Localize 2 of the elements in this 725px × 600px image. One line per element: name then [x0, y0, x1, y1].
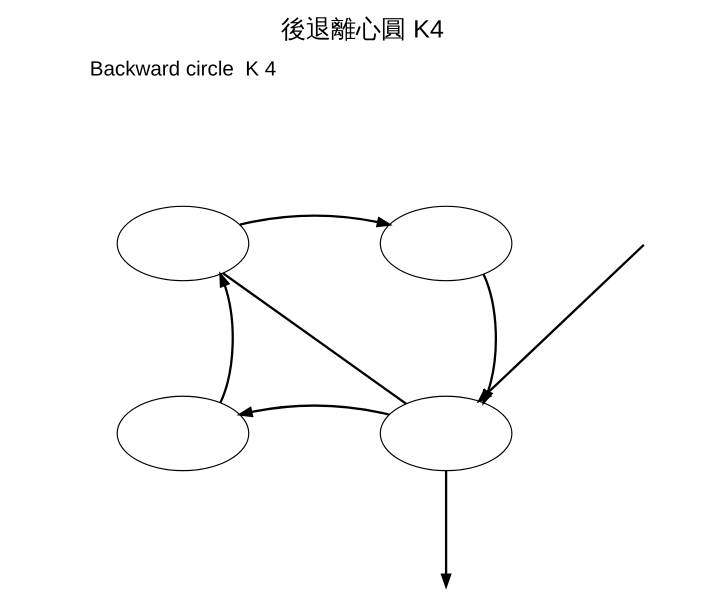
- label: Backward circle K 4: [90, 57, 276, 80]
- diagram-title: 後退離心圓 K4: [281, 16, 444, 44]
